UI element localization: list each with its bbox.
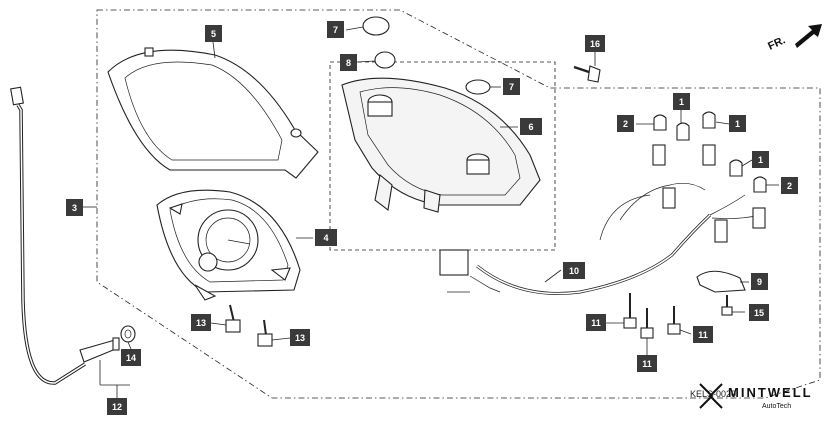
svg-text:11: 11 <box>591 318 601 328</box>
callout-8: 8 <box>340 54 357 71</box>
svg-text:11: 11 <box>642 359 652 369</box>
callout-1b: 1 <box>729 115 746 132</box>
small-rubber-cap <box>374 51 396 69</box>
svg-text:13: 13 <box>295 333 305 343</box>
brand-logo-icon <box>699 383 723 409</box>
svg-text:12: 12 <box>112 402 122 412</box>
front-label: FR. <box>766 34 787 52</box>
svg-text:1: 1 <box>679 97 684 107</box>
svg-text:7: 7 <box>509 82 514 92</box>
callout-7a: 7 <box>327 21 344 38</box>
rubber-cap-top <box>362 16 390 36</box>
harness-connector <box>439 249 469 276</box>
callout-2a: 2 <box>617 115 634 132</box>
callout-4: 4 <box>315 229 337 246</box>
bulbs <box>653 111 767 193</box>
meter-cover <box>107 47 319 179</box>
svg-text:2: 2 <box>787 181 792 191</box>
meter-case <box>341 77 541 213</box>
washer <box>120 325 136 343</box>
callout-6: 6 <box>520 118 542 135</box>
callout-9: 9 <box>751 273 768 290</box>
leader-lines <box>83 26 779 398</box>
svg-text:13: 13 <box>196 318 206 328</box>
svg-text:1: 1 <box>735 119 740 129</box>
callout-14: 14 <box>121 349 141 366</box>
svg-text:14: 14 <box>126 353 136 363</box>
wire-harness <box>439 183 761 296</box>
svg-text:4: 4 <box>323 233 328 243</box>
svg-text:11: 11 <box>698 330 708 340</box>
svg-text:1: 1 <box>758 155 763 165</box>
callout-11c: 11 <box>693 326 713 343</box>
screw-16 <box>573 65 601 83</box>
clamp <box>696 270 746 293</box>
callout-1a: 1 <box>673 93 690 110</box>
callout-7b: 7 <box>503 78 520 95</box>
assembly-boundary <box>96 9 821 399</box>
brand-logo: MINTWELL AutoTech <box>699 383 813 410</box>
bulb-sockets <box>652 144 766 243</box>
front-direction-indicator: FR. <box>766 24 822 53</box>
svg-text:5: 5 <box>211 29 216 39</box>
callout-12: 12 <box>107 398 127 415</box>
svg-text:16: 16 <box>590 39 600 49</box>
callout-13a: 13 <box>191 314 211 331</box>
brand-name: MINTWELL <box>728 385 813 400</box>
brand-tagline: AutoTech <box>762 403 791 410</box>
front-arrow-icon <box>795 24 822 48</box>
callout-2b: 2 <box>781 177 798 194</box>
callout-16: 16 <box>585 35 605 52</box>
callout-5: 5 <box>205 25 222 42</box>
callout-15: 15 <box>749 304 769 321</box>
svg-text:10: 10 <box>569 266 579 276</box>
meter-assembly <box>156 189 301 301</box>
svg-text:3: 3 <box>72 203 77 213</box>
callout-3: 3 <box>66 199 83 216</box>
svg-text:15: 15 <box>754 308 764 318</box>
subassembly-boundary <box>329 61 556 251</box>
svg-text:8: 8 <box>346 58 351 68</box>
svg-text:2: 2 <box>623 119 628 129</box>
svg-text:7: 7 <box>333 25 338 35</box>
callout-13b: 13 <box>290 329 310 346</box>
callout-11b: 11 <box>637 355 657 372</box>
rubber-cap-side <box>465 79 491 95</box>
callout-1c: 1 <box>752 151 769 168</box>
svg-text:6: 6 <box>528 122 533 132</box>
callout-10: 10 <box>563 262 585 279</box>
callout-11a: 11 <box>586 314 606 331</box>
speedometer-cable <box>10 86 120 385</box>
svg-text:9: 9 <box>757 277 762 287</box>
